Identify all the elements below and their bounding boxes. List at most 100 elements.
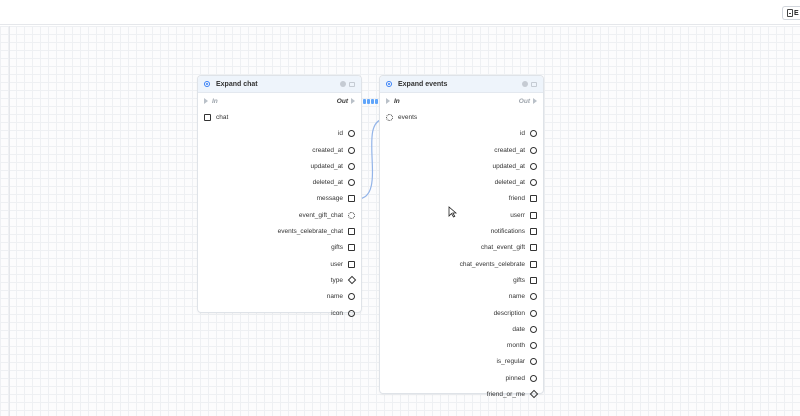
field-row: chat_events_celebrate: [380, 256, 543, 272]
field-row: name: [380, 289, 543, 305]
field-label: type: [330, 276, 343, 284]
link-segment: [375, 99, 378, 104]
out-label: Out: [336, 97, 348, 105]
field-row: date: [380, 321, 543, 337]
input-port-icon[interactable]: [204, 113, 211, 121]
field-label: name: [326, 293, 343, 301]
field-label: updated_at: [492, 162, 525, 170]
gear-port-icon[interactable]: [348, 211, 355, 219]
square-port-icon[interactable]: [348, 228, 355, 236]
top-toolbar: E: [0, 0, 800, 25]
field-row: user: [198, 256, 361, 272]
field-row: description: [380, 305, 543, 321]
circle-port-icon[interactable]: [348, 130, 355, 138]
field-row: gifts: [198, 240, 361, 256]
node-io-row: In Out: [380, 93, 543, 109]
diamond-port-icon[interactable]: [347, 276, 356, 285]
node-header[interactable]: Expand events: [380, 76, 543, 93]
field-label: events_celebrate_chat: [277, 228, 343, 236]
field-label: month: [506, 342, 525, 350]
field-row: id: [198, 126, 361, 142]
node-header[interactable]: Expand chat: [198, 76, 361, 93]
square-port-icon[interactable]: [348, 260, 355, 268]
field-label: notifications: [490, 228, 525, 236]
field-row: events_celebrate_chat: [198, 223, 361, 239]
field-label: is_regular: [496, 358, 525, 366]
mouse-cursor-icon: [448, 206, 457, 218]
circle-port-icon[interactable]: [348, 162, 355, 170]
circle-port-icon[interactable]: [530, 146, 537, 154]
circle-port-icon[interactable]: [348, 293, 355, 301]
field-label: date: [512, 325, 525, 333]
circle-port-icon[interactable]: [530, 293, 537, 301]
square-port-icon[interactable]: [348, 244, 355, 252]
square-port-icon[interactable]: [530, 195, 537, 203]
field-label: deleted_at: [494, 179, 525, 187]
field-row: deleted_at: [198, 174, 361, 190]
field-row: created_at: [198, 142, 361, 158]
field-label: id: [519, 130, 525, 138]
field-label: icon: [331, 309, 343, 317]
out-arrow-icon[interactable]: [351, 98, 355, 105]
field-label: friend_or_me: [486, 390, 525, 398]
field-row: friend: [380, 191, 543, 207]
circle-port-icon[interactable]: [530, 130, 537, 138]
circle-port-icon[interactable]: [530, 179, 537, 187]
square-port-icon[interactable]: [530, 276, 537, 284]
out-label: Out: [518, 97, 530, 105]
field-label: gifts: [331, 244, 343, 252]
node-menu-icon[interactable]: [349, 81, 355, 87]
circle-port-icon[interactable]: [530, 374, 537, 382]
node-info-icon[interactable]: [340, 81, 346, 87]
circle-port-icon[interactable]: [348, 309, 355, 317]
circle-port-icon[interactable]: [530, 342, 537, 350]
square-port-icon[interactable]: [348, 195, 355, 203]
in-arrow-icon[interactable]: [386, 98, 390, 105]
field-row: friend_or_me: [380, 386, 543, 402]
field-label: pinned: [505, 374, 525, 382]
field-row: updated_at: [380, 158, 543, 174]
field-label: deleted_at: [312, 179, 343, 187]
field-label: chat_event_gift: [480, 244, 525, 252]
field-label: friend: [508, 195, 525, 203]
field-row: pinned: [380, 370, 543, 386]
field-row: gifts: [380, 272, 543, 288]
node-info-icon[interactable]: [522, 81, 528, 87]
node-input-field: chat: [198, 109, 361, 125]
field-row: chat_event_gift: [380, 240, 543, 256]
field-label: event_gift_chat: [298, 211, 343, 219]
canvas-left-rail: [0, 26, 10, 416]
node-link-connector[interactable]: [363, 98, 379, 105]
square-port-icon[interactable]: [530, 228, 537, 236]
out-arrow-icon[interactable]: [533, 98, 537, 105]
field-label: created_at: [494, 146, 525, 154]
circle-port-icon[interactable]: [530, 309, 537, 317]
input-field-label: chat: [216, 113, 229, 121]
in-arrow-icon[interactable]: [204, 98, 208, 105]
square-port-icon[interactable]: [530, 211, 537, 219]
field-label: created_at: [312, 146, 343, 154]
square-port-icon[interactable]: [530, 244, 537, 252]
field-row: message: [198, 191, 361, 207]
field-label: id: [337, 130, 343, 138]
field-row: month: [380, 337, 543, 353]
circle-port-icon[interactable]: [348, 179, 355, 187]
field-row: icon: [198, 305, 361, 321]
field-label: description: [493, 309, 525, 317]
input-port-icon[interactable]: [386, 113, 393, 121]
circle-port-icon[interactable]: [530, 325, 537, 333]
field-row: notifications: [380, 223, 543, 239]
circle-port-icon[interactable]: [530, 162, 537, 170]
square-port-icon[interactable]: [530, 260, 537, 268]
document-button[interactable]: E: [782, 6, 800, 20]
diamond-port-icon[interactable]: [529, 390, 538, 399]
field-row: id: [380, 126, 543, 142]
field-label: gifts: [513, 276, 525, 284]
node-menu-icon[interactable]: [531, 81, 537, 87]
circle-port-icon[interactable]: [348, 146, 355, 154]
circle-port-icon[interactable]: [530, 358, 537, 366]
